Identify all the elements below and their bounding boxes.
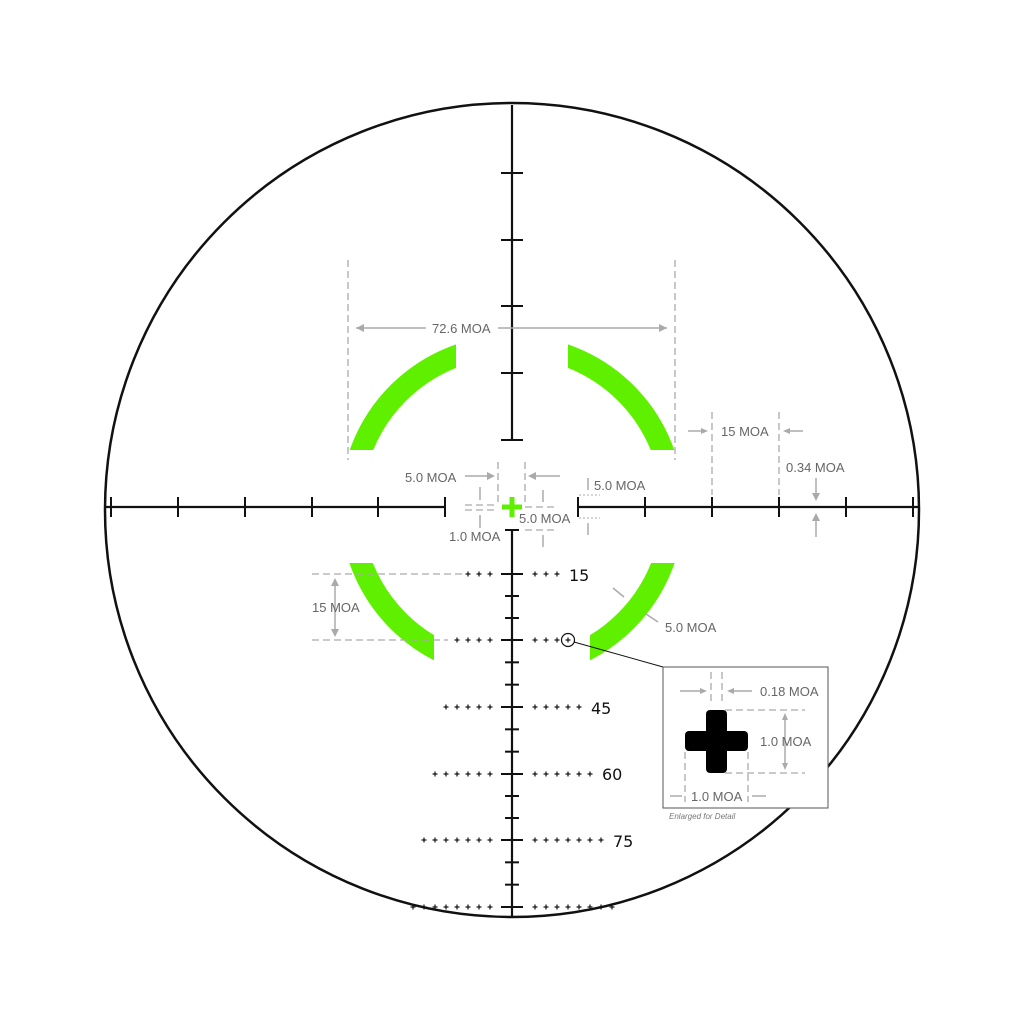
holdover-dot bbox=[554, 837, 560, 843]
holdover-dot bbox=[476, 571, 482, 577]
holdover-dot bbox=[487, 837, 493, 843]
center-line-thickness-label: 1.0 MOA bbox=[449, 529, 501, 544]
tick-marks bbox=[110, 172, 914, 908]
holdover-dot bbox=[554, 637, 560, 643]
holdover-dot bbox=[543, 771, 549, 777]
holdover-dot bbox=[410, 904, 416, 910]
crosshair bbox=[105, 105, 918, 918]
holdover-dot bbox=[432, 771, 438, 777]
holdover-dot bbox=[476, 771, 482, 777]
holdover-dot bbox=[532, 904, 538, 910]
holdover-dot bbox=[487, 637, 493, 643]
holdover-dot bbox=[443, 837, 449, 843]
tick-thickness-label: 0.34 MOA bbox=[786, 460, 845, 475]
holdover-dot bbox=[443, 704, 449, 710]
holdover-dot bbox=[565, 771, 571, 777]
holdover-dot bbox=[432, 904, 438, 910]
holdover-dot bbox=[532, 704, 538, 710]
holdover-dot bbox=[543, 637, 549, 643]
center-gap-right-label: 5.0 MOA bbox=[594, 478, 646, 493]
holdover-dot bbox=[465, 771, 471, 777]
holdover-dot bbox=[543, 571, 549, 577]
holdover-dot bbox=[532, 637, 538, 643]
holdover-dot bbox=[443, 904, 449, 910]
holdover-dot bbox=[554, 771, 560, 777]
holdover-dot bbox=[454, 771, 460, 777]
holdover-dot bbox=[465, 837, 471, 843]
holdover-dot bbox=[554, 571, 560, 577]
holdover-dot bbox=[476, 704, 482, 710]
holdover-dot bbox=[487, 771, 493, 777]
tick-spacing-label: 15 MOA bbox=[721, 424, 769, 439]
holdover-dot bbox=[487, 704, 493, 710]
holdover-dot bbox=[454, 904, 460, 910]
holdover-dot bbox=[576, 904, 582, 910]
holdover-dot bbox=[587, 837, 593, 843]
callout-leader-line bbox=[573, 641, 664, 668]
holdover-dot bbox=[543, 704, 549, 710]
holdover-dot bbox=[554, 904, 560, 910]
holdover-number: 15 bbox=[569, 566, 589, 585]
arc-thickness-label: 5.0 MOA bbox=[665, 620, 717, 635]
annotations: 72.6 MOA 15 MOA 0.34 MOA 5.0 MOA 5.0 MOA… bbox=[312, 260, 845, 641]
holdover-dot bbox=[543, 837, 549, 843]
detail-width-label: 1.0 MOA bbox=[691, 789, 743, 804]
center-gap-label: 5.0 MOA bbox=[405, 470, 457, 485]
holdover-dot bbox=[465, 704, 471, 710]
holdover-dot bbox=[454, 837, 460, 843]
holdover-dot bbox=[576, 704, 582, 710]
detail-caption: Enlarged for Detail bbox=[669, 812, 735, 821]
holdover-spacing-label: 15 MOA bbox=[312, 600, 360, 615]
holdover-dot bbox=[487, 571, 493, 577]
holdover-dot bbox=[609, 904, 615, 910]
holdover-dot bbox=[576, 771, 582, 777]
holdover-dot bbox=[532, 571, 538, 577]
holdover-number: 60 bbox=[602, 765, 622, 784]
holdover-dot bbox=[565, 904, 571, 910]
center-cross-icon bbox=[502, 497, 522, 517]
holdover-dot bbox=[532, 771, 538, 777]
holdover-dot bbox=[565, 637, 571, 643]
holdover-dot bbox=[554, 704, 560, 710]
holdover-dot bbox=[543, 904, 549, 910]
holdover-dot bbox=[487, 904, 493, 910]
holdover-dot bbox=[421, 904, 427, 910]
holdover-dot bbox=[454, 637, 460, 643]
holdover-dot bbox=[598, 837, 604, 843]
center-gap-lower-label: 5.0 MOA bbox=[519, 511, 571, 526]
holdover-number: 75 bbox=[613, 832, 633, 851]
arc-span-label: 72.6 MOA bbox=[432, 321, 491, 336]
holdover-dot bbox=[576, 837, 582, 843]
holdover-dot bbox=[598, 904, 604, 910]
detail-height-label: 1.0 MOA bbox=[760, 734, 812, 749]
holdover-dot bbox=[465, 571, 471, 577]
holdover-dot bbox=[476, 637, 482, 643]
holdover-number: 45 bbox=[591, 699, 611, 718]
detail-box: 0.18 MOA 1.0 MOA 1.0 MOA bbox=[662, 666, 829, 809]
holdover-dot bbox=[465, 637, 471, 643]
detail-stroke-label: 0.18 MOA bbox=[760, 684, 819, 699]
holdover-dot bbox=[476, 837, 482, 843]
holdover-dot bbox=[565, 704, 571, 710]
enlarged-cross-icon bbox=[685, 710, 748, 773]
holdover-dot bbox=[421, 837, 427, 843]
holdover-dot bbox=[565, 837, 571, 843]
holdover-dots bbox=[410, 571, 615, 910]
holdover-dot bbox=[476, 904, 482, 910]
holdover-dot bbox=[443, 771, 449, 777]
holdover-dot bbox=[587, 771, 593, 777]
holdover-dot bbox=[454, 704, 460, 710]
holdover-dot bbox=[587, 904, 593, 910]
holdover-dot bbox=[465, 904, 471, 910]
detail-callout-circle bbox=[560, 632, 576, 648]
holdover-dot bbox=[532, 837, 538, 843]
holdover-dot bbox=[432, 837, 438, 843]
